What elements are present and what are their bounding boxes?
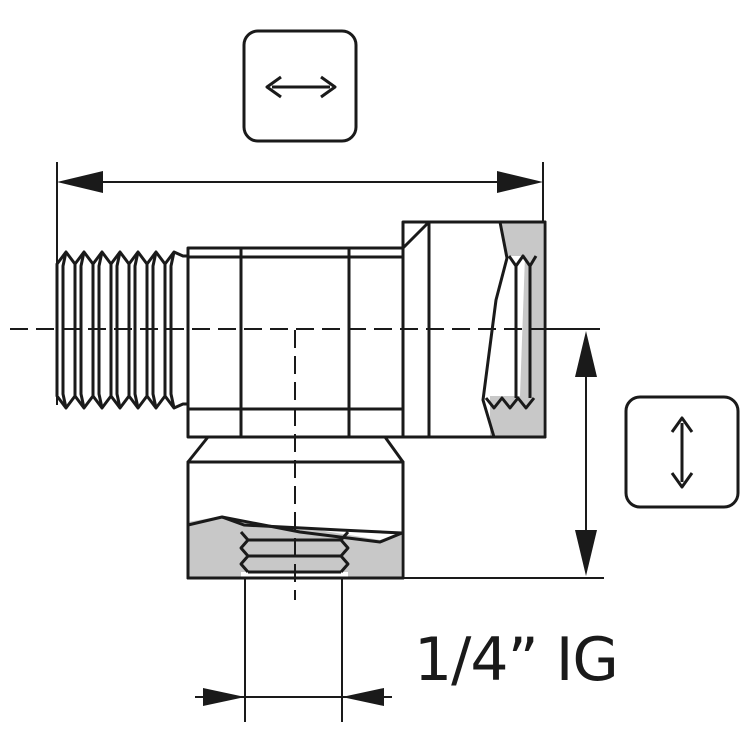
width-dimension-icon-box (242, 29, 358, 143)
bottom-female-outlet (186, 435, 405, 580)
arrowhead-diameter-left (203, 688, 245, 706)
arrowhead-top (575, 331, 597, 377)
arrowhead-right (497, 171, 543, 193)
center-lines (10, 328, 600, 600)
arrowhead-diameter-right (342, 688, 384, 706)
arrowhead-left (57, 171, 103, 193)
main-body (186, 246, 405, 439)
right-female-end (401, 220, 547, 439)
outlet-diameter-dimension (195, 578, 392, 722)
height-dimension-icon-box (624, 395, 740, 509)
arrowhead-bottom (575, 530, 597, 576)
thread-size-label: 1/4” IG (414, 625, 618, 695)
vertical-double-arrow-icon (670, 416, 694, 489)
horizontal-double-arrow-icon (265, 75, 337, 99)
